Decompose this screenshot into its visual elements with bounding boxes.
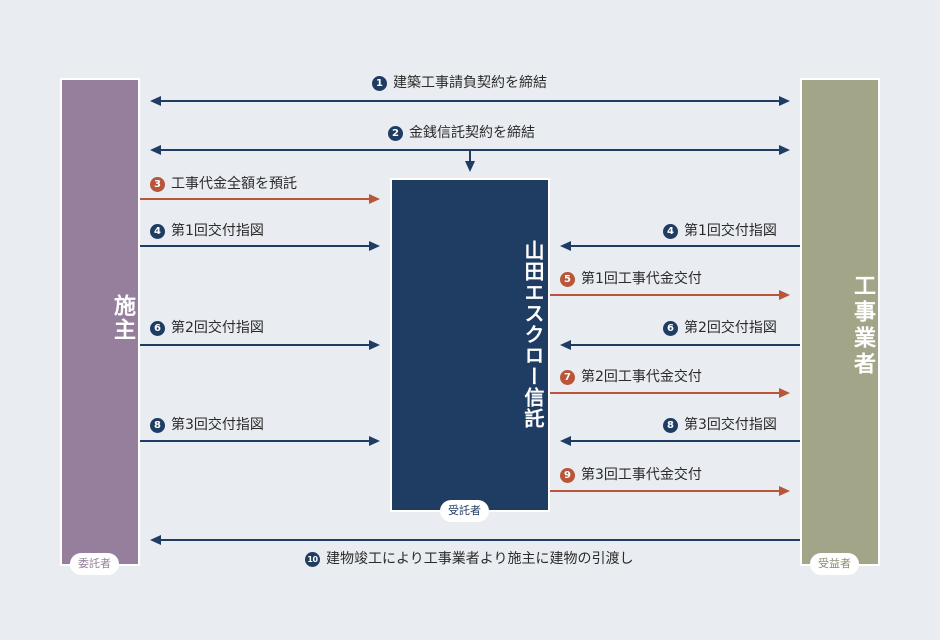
flow-label-1: 1 建築工事請負契約を締結 [372,74,547,92]
flow-label-6-client: 6 第2回交付指図 [150,319,264,337]
arrow-3-head [369,194,380,204]
flow-number-badge: 8 [150,417,165,433]
flow-text: 第3回交付指図 [684,417,777,433]
client-column: 施主 [60,78,140,566]
arrow-1-start-head [150,96,161,106]
contractor-name: 工事業者 [850,274,875,378]
flow-number-badge: 7 [560,369,575,385]
flow-number-badge: 8 [663,417,678,433]
client-name: 施主 [110,294,135,342]
arrow-7-head [779,388,790,398]
arrow-5-head [779,290,790,300]
arrow-2-head [779,145,790,155]
flow-number-badge: 6 [150,320,165,336]
flow-number-badge: 4 [663,223,678,239]
flow-number-badge: 9 [560,467,575,483]
flow-label-4-contractor: 4 第1回交付指図 [663,222,777,240]
flow-text: 第1回交付指図 [684,223,777,239]
client-role-badge: 委託者 [70,553,119,575]
flow-text: 第3回工事代金交付 [581,467,702,483]
flow-label-6-contractor: 6 第2回交付指図 [663,319,777,337]
flow-label-8-contractor: 8 第3回交付指図 [663,416,777,434]
flow-label-9: 9 第3回工事代金交付 [560,466,702,484]
flow-number-badge: 1 [372,75,387,91]
arrow-2-down-head [465,161,475,172]
flow-text: 建築工事請負契約を締結 [393,75,547,91]
flow-text: 第2回交付指図 [684,320,777,336]
flow-text: 第1回交付指図 [171,223,264,239]
arrow-4-contractor-head [560,241,571,251]
arrow-8-client-head [369,436,380,446]
arrow-2-start-head [150,145,161,155]
arrow-4-client-head [369,241,380,251]
flow-label-8-client: 8 第3回交付指図 [150,416,264,434]
arrow-8-contractor-head [560,436,571,446]
flow-text: 第3回交付指図 [171,417,264,433]
flow-text: 工事代金全額を預託 [171,176,297,192]
flow-text: 金銭信託契約を締結 [409,125,535,141]
flow-text: 第2回交付指図 [171,320,264,336]
trust-box: 山田エスクロー信託 [390,178,550,512]
flow-number-badge: 3 [150,176,165,192]
flow-label-10: 10 建物竣工により工事業者より施主に建物の引渡し [305,550,633,568]
trust-name: 山田エスクロー信託 [521,240,545,429]
arrow-6-contractor-head [560,340,571,350]
flow-text: 第2回工事代金交付 [581,369,702,385]
flow-number-badge: 10 [305,551,320,567]
flow-label-4-client: 4 第1回交付指図 [150,222,264,240]
arrow-6-client-head [369,340,380,350]
contractor-role-badge: 受益者 [810,553,859,575]
flow-number-badge: 5 [560,271,575,287]
flow-label-7: 7 第2回工事代金交付 [560,368,702,386]
trust-role-badge: 受託者 [440,500,489,522]
arrow-9-head [779,486,790,496]
flow-label-2: 2 金銭信託契約を締結 [388,124,535,142]
arrow-10-head [150,535,161,545]
flow-number-badge: 2 [388,125,403,141]
arrow-1-head [779,96,790,106]
flow-text: 第1回工事代金交付 [581,271,702,287]
flow-label-5: 5 第1回工事代金交付 [560,270,702,288]
flow-text: 建物竣工により工事業者より施主に建物の引渡し [326,551,634,567]
flow-number-badge: 4 [150,223,165,239]
flow-label-3: 3 工事代金全額を預託 [150,175,297,193]
flow-number-badge: 6 [663,320,678,336]
